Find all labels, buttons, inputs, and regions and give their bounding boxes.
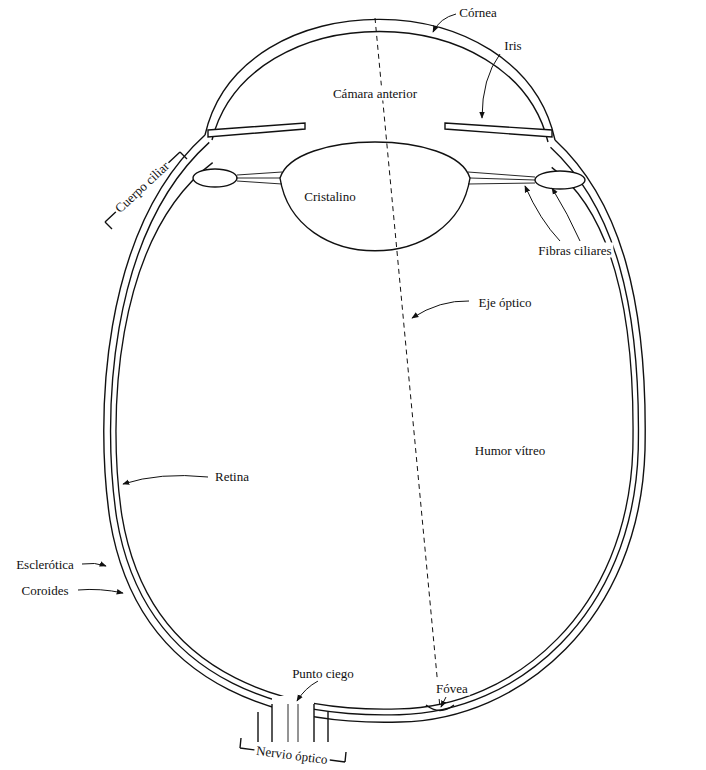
- leader-line: [482, 54, 500, 118]
- part-label: Cuerpo ciliar: [110, 157, 173, 217]
- leader-line: [297, 681, 318, 701]
- blind-spot-gap: [272, 696, 314, 720]
- ciliary-body-bracket: [105, 152, 187, 229]
- optic-axis: [375, 18, 440, 708]
- part-label: Coroides: [20, 583, 71, 598]
- fovea-dip: [426, 705, 454, 711]
- leader-line: [412, 301, 469, 318]
- part-label: Humor vítreo: [473, 443, 547, 458]
- part-label: Nervio óptico: [253, 743, 330, 768]
- ciliary-fibers-right: [468, 172, 535, 184]
- ciliary-fibers-left: [236, 172, 282, 184]
- part-label: Fóvea: [434, 681, 470, 696]
- part-label: Esclerótica: [14, 557, 76, 572]
- leader-line: [552, 188, 580, 241]
- part-label: Eje óptico: [476, 295, 533, 310]
- part-label: Punto ciego: [290, 666, 356, 681]
- leader-line: [525, 186, 560, 241]
- part-label: Retina: [213, 469, 251, 484]
- ciliary-body-left: [193, 169, 237, 187]
- leader-line: [82, 563, 106, 566]
- leader-line: [433, 14, 456, 32]
- iris-right: [445, 123, 552, 137]
- part-label: Cristalino: [302, 189, 357, 204]
- lens-outline: [280, 142, 470, 251]
- part-label: Córnea: [457, 5, 499, 20]
- part-label: Iris: [502, 38, 523, 53]
- choroid-outline: [111, 142, 639, 715]
- part-label: Cámara anterior: [331, 86, 419, 101]
- cornea-outer: [205, 19, 555, 140]
- optic-nerve-vessels: [288, 704, 298, 742]
- leader-line: [123, 476, 208, 484]
- leader-line: [78, 589, 123, 593]
- leader-line: [441, 697, 446, 707]
- optic-nerve: [258, 704, 328, 742]
- iris-left: [208, 123, 305, 137]
- ciliary-body-right: [535, 171, 585, 189]
- part-label: Fibras ciliares: [536, 243, 613, 258]
- sclera-outline: [104, 135, 645, 722]
